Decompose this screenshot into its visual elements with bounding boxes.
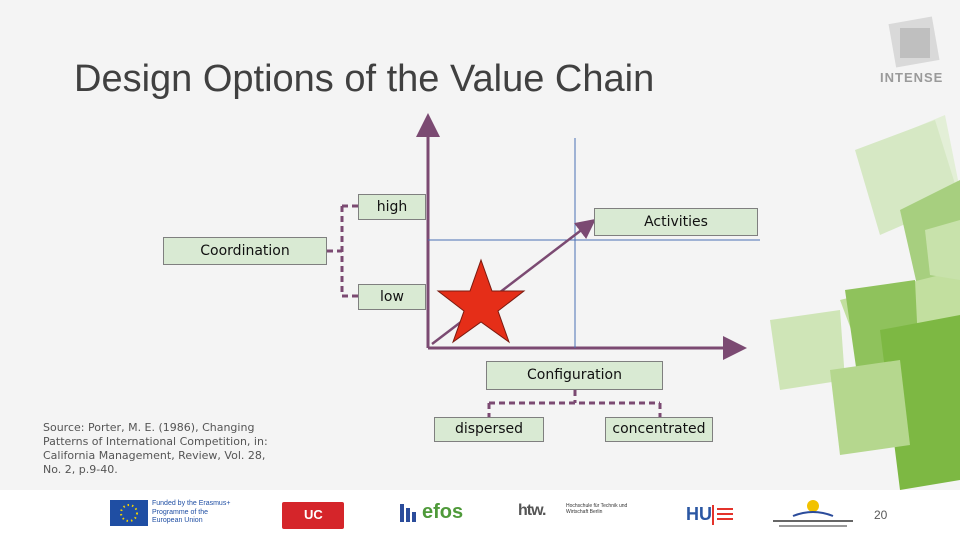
hu-logo-text: HU	[686, 504, 712, 524]
label-high: high	[358, 194, 426, 220]
label-activities: Activities	[594, 208, 758, 236]
efos-logo: efos	[398, 500, 468, 530]
coordination-bracket	[327, 204, 358, 298]
htw-logo-subtext: Hochschule für Technik und Wirtschaft Be…	[566, 503, 628, 515]
label-dispersed: dispersed	[434, 417, 544, 442]
hu-logo: HU	[686, 502, 746, 530]
star-icon	[436, 258, 526, 344]
emblem-icon	[773, 500, 853, 527]
efos-mark-icon	[400, 504, 416, 522]
intense-logo-text: INTENSE	[880, 70, 944, 85]
uc-logo: UC	[282, 502, 344, 529]
source-citation: Source: Porter, M. E. (1986), Changing P…	[43, 421, 268, 476]
page-number: 20	[874, 508, 888, 522]
intense-logo: INTENSE	[878, 10, 950, 88]
label-concentrated: concentrated	[605, 417, 713, 442]
htw-logo: htw. Hochschule für Technik und Wirtscha…	[518, 502, 628, 530]
university-emblem-logo	[773, 498, 853, 530]
erasmus-logo: Funded by the Erasmus+ Programme of the …	[110, 500, 235, 530]
hu-logo-lines	[717, 508, 733, 510]
footer-logo-strip: Funded by the Erasmus+ Programme of the …	[0, 490, 960, 540]
htw-logo-text: htw.	[518, 502, 546, 519]
slide-title: Design Options of the Value Chain	[74, 58, 655, 100]
label-low: low	[358, 284, 426, 310]
label-configuration: Configuration	[486, 361, 663, 390]
diagonal-arrow	[431, 218, 596, 345]
hu-logo-bar	[712, 505, 714, 525]
intense-logo-mark	[888, 16, 940, 68]
eu-flag-icon	[110, 500, 148, 526]
label-coordination: Coordination	[163, 237, 327, 265]
uc-logo-text: UC	[304, 507, 323, 522]
efos-logo-text: efos	[422, 501, 464, 523]
erasmus-text: Funded by the Erasmus+ Programme of the …	[152, 500, 231, 524]
configuration-bracket	[487, 390, 662, 417]
green-squares-decoration	[770, 115, 960, 490]
